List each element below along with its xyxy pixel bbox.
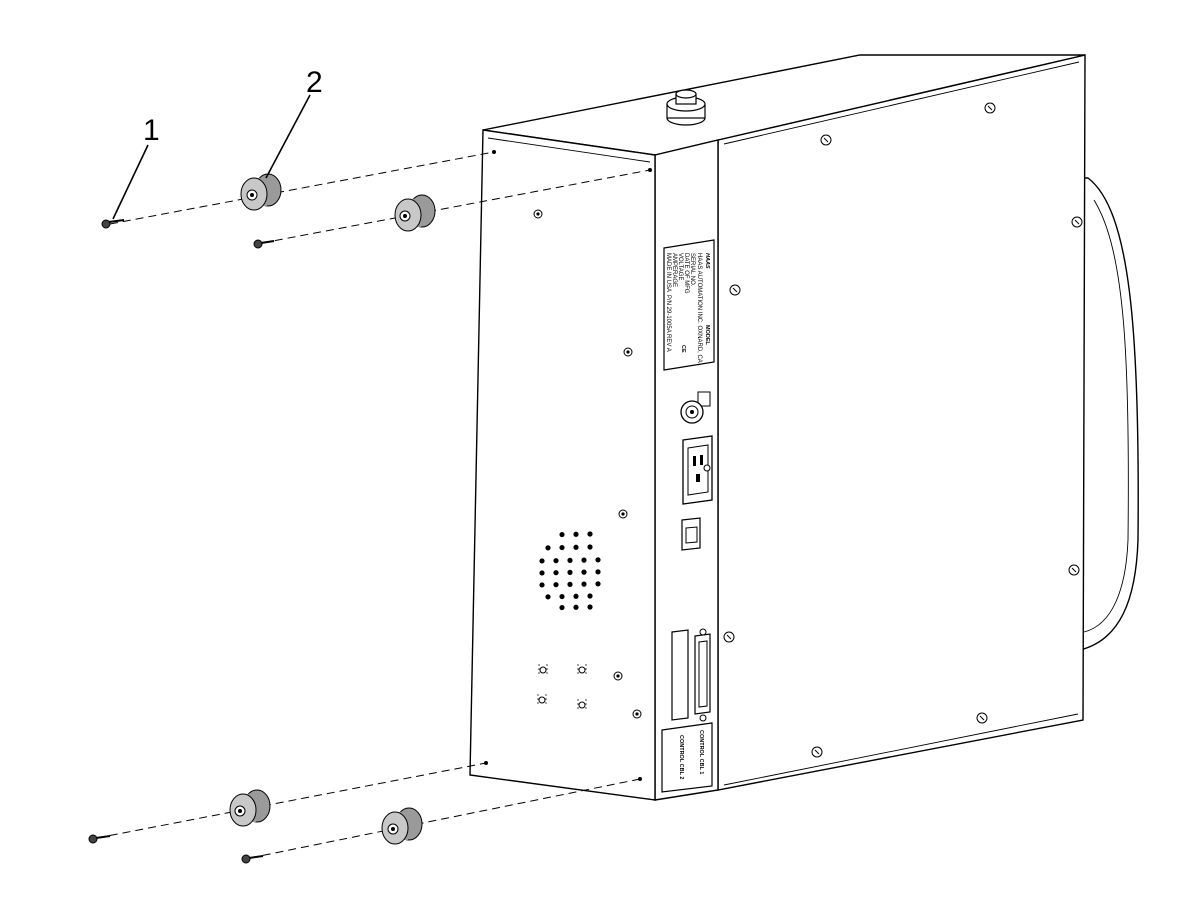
grille-hole — [581, 569, 587, 575]
nameplate-ce-mark: CE — [680, 345, 686, 353]
callout-2: 2 — [265, 66, 323, 179]
cable-label-1: CONTROL CBL 1 — [698, 730, 704, 774]
grille-hole — [573, 604, 579, 610]
grille-hole — [595, 557, 601, 563]
nameplate-line-2: DATE OF MFG — [683, 253, 689, 294]
nameplate-company: HAAS AUTOMATION INC. OXNARD, CA — [696, 253, 702, 363]
foot-screw-top-left — [101, 219, 125, 229]
ethernet-port — [681, 517, 701, 551]
grille-hole — [559, 593, 565, 600]
grille-hole — [553, 570, 559, 576]
grille-hole — [573, 544, 579, 550]
enclosure-side-face — [469, 129, 656, 801]
carry-handle — [1079, 177, 1139, 651]
panel-screws — [723, 102, 1083, 758]
grille-hole — [539, 558, 545, 564]
db25-connector — [694, 628, 711, 722]
callout-number-1: 1 — [143, 114, 160, 147]
nameplate-part-number: P/N 29-1005A REV A — [665, 295, 671, 352]
nameplate-line-5: MADE IN USA — [665, 253, 671, 292]
cable-label-2: CONTROL CBL 2 — [678, 735, 684, 779]
nameplate-line-1: SERIAL NO. — [689, 253, 695, 287]
grille-hole — [581, 581, 587, 587]
grille-hole — [559, 531, 565, 538]
callout-number-2: 2 — [306, 66, 323, 99]
foot-screw-bottom-right — [241, 854, 264, 864]
cable-slot — [671, 629, 689, 721]
cable-gland — [666, 89, 706, 126]
grille-hole — [559, 604, 565, 611]
grille-hole — [545, 594, 551, 600]
assembly-guide-lines — [96, 151, 651, 859]
grille-hole — [567, 569, 573, 576]
grille-hole — [553, 558, 559, 564]
rubber-foot-bottom-left — [229, 789, 271, 827]
mount-holes — [484, 150, 652, 781]
grille-hole — [559, 544, 565, 551]
grille-hole — [573, 593, 579, 599]
foot-screw-bottom-left — [88, 834, 111, 844]
grille-hole — [553, 582, 559, 588]
rubber-foot-top-left — [240, 173, 282, 211]
grille-hole — [539, 582, 545, 588]
cable-label-plate: CONTROL CBL 1 CONTROL CBL 2 — [661, 722, 713, 793]
grille-hole — [595, 569, 601, 575]
grille-hole — [587, 604, 593, 610]
nameplate-brand: HAAS — [704, 253, 710, 269]
grille-hole — [539, 570, 545, 576]
nameplate-heading: MODEL — [704, 325, 710, 346]
callout-1: 1 — [112, 114, 160, 220]
grille-hole — [545, 545, 551, 551]
grille-hole — [595, 581, 601, 587]
round-connector — [680, 391, 711, 424]
rubber-foot-top-right — [394, 194, 436, 232]
grille-hole — [567, 557, 573, 564]
nameplate-line-3: VOLTAGE — [677, 253, 683, 280]
nameplate-line-4: AMPERAGE — [671, 253, 677, 287]
side-screws — [533, 209, 642, 719]
grille-hole — [573, 531, 579, 537]
speaker-grille — [539, 531, 601, 611]
enclosure-back-panel — [717, 54, 1086, 791]
grille-hole — [587, 531, 593, 537]
grille-hole — [581, 557, 587, 563]
grille-hole — [567, 581, 573, 588]
nameplate: HAAS MODEL HAAS AUTOMATION INC. OXNARD, … — [663, 239, 715, 371]
power-inlet — [682, 435, 713, 505]
grille-hole — [587, 544, 593, 550]
grille-hole — [587, 593, 593, 599]
foot-screw-top-right — [253, 239, 275, 249]
rubber-foot-bottom-right — [381, 807, 423, 845]
